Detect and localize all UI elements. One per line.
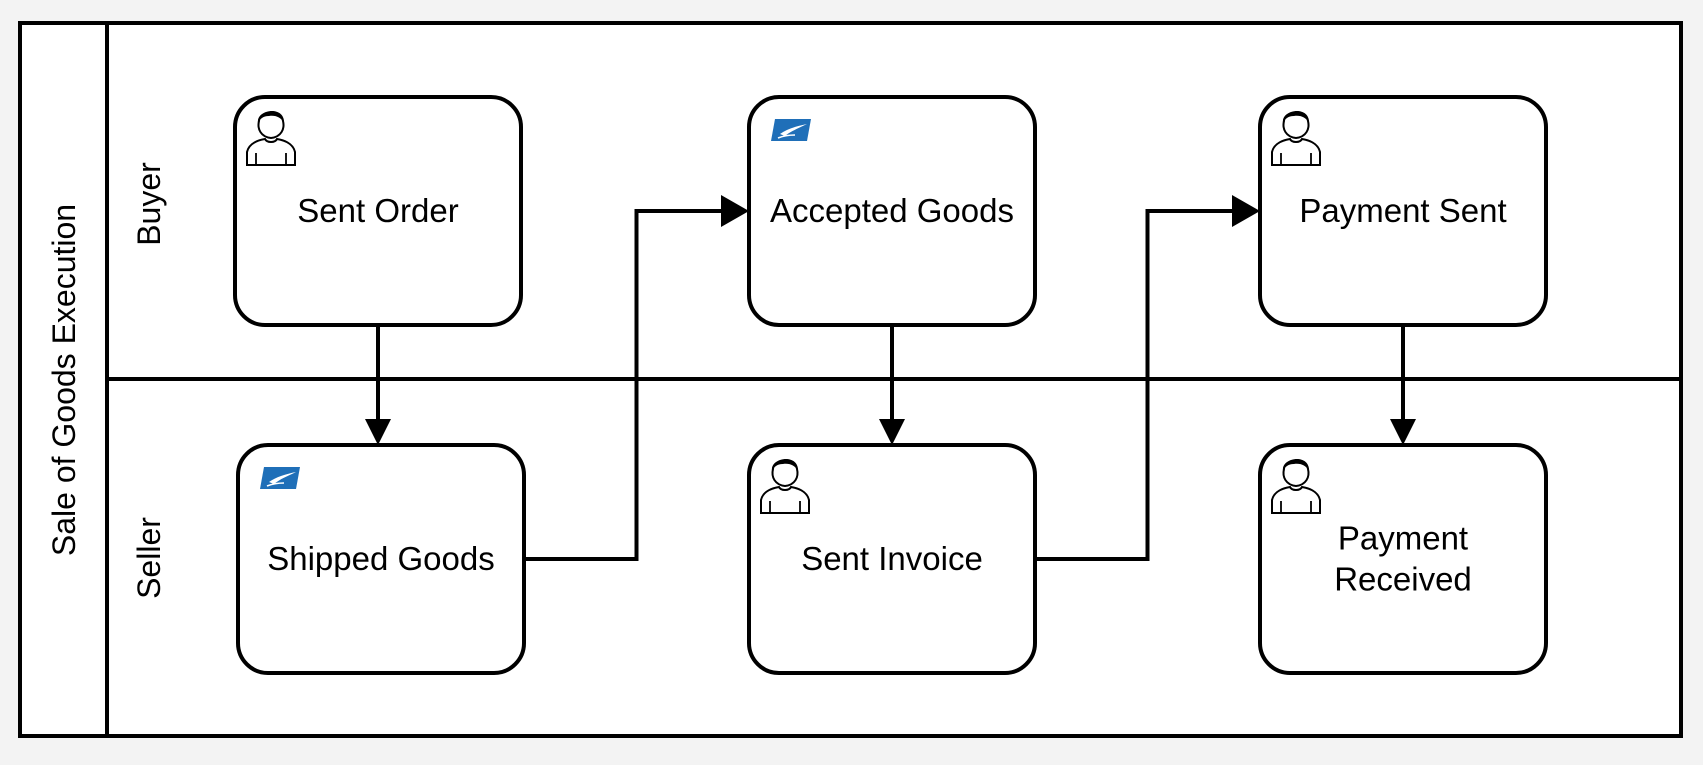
task-box	[236, 443, 526, 675]
task-label: Received	[1334, 561, 1472, 598]
sequence-flow[interactable]	[1035, 195, 1260, 561]
sequence-flow[interactable]	[365, 325, 391, 445]
lane-label-buyer: Buyer	[131, 162, 167, 246]
flow-arrowhead	[879, 419, 905, 445]
task-sent-order[interactable]: Sent Order	[233, 95, 523, 327]
task-label: Sent Invoice	[801, 540, 983, 577]
task-box	[1258, 95, 1548, 327]
sequence-flow[interactable]	[1390, 325, 1416, 445]
task-sent-invoice[interactable]: Sent Invoice	[747, 443, 1037, 675]
tasks: Sent Order Accepted Goods Payment SentShip…	[233, 95, 1548, 675]
task-label: Shipped Goods	[267, 540, 495, 577]
sequence-flow[interactable]	[879, 325, 905, 445]
flow-arrowhead	[1232, 195, 1260, 227]
task-label: Sent Order	[297, 192, 458, 229]
task-box	[747, 443, 1037, 675]
sequence-flows	[365, 195, 1416, 561]
pool-label: Sale of Goods Execution	[46, 204, 82, 556]
flow-arrowhead	[365, 419, 391, 445]
task-payment-sent[interactable]: Payment Sent	[1258, 95, 1548, 327]
task-shipped-goods[interactable]: Shipped Goods	[236, 443, 526, 675]
task-box	[1258, 443, 1548, 675]
task-label: Payment	[1338, 520, 1468, 557]
mail-logo-icon	[259, 466, 301, 490]
flow-arrowhead	[721, 195, 749, 227]
lane-label-seller: Seller	[131, 517, 167, 599]
task-label: Accepted Goods	[770, 192, 1014, 229]
task-accepted-goods[interactable]: Accepted Goods	[747, 95, 1037, 327]
mail-logo-icon	[770, 118, 812, 142]
flow-arrowhead	[1390, 419, 1416, 445]
sequence-flow[interactable]	[524, 195, 749, 561]
flow-line	[524, 209, 723, 561]
flow-line	[1035, 209, 1234, 561]
task-box	[747, 95, 1037, 327]
task-box	[233, 95, 523, 327]
task-label: Payment Sent	[1299, 192, 1506, 229]
